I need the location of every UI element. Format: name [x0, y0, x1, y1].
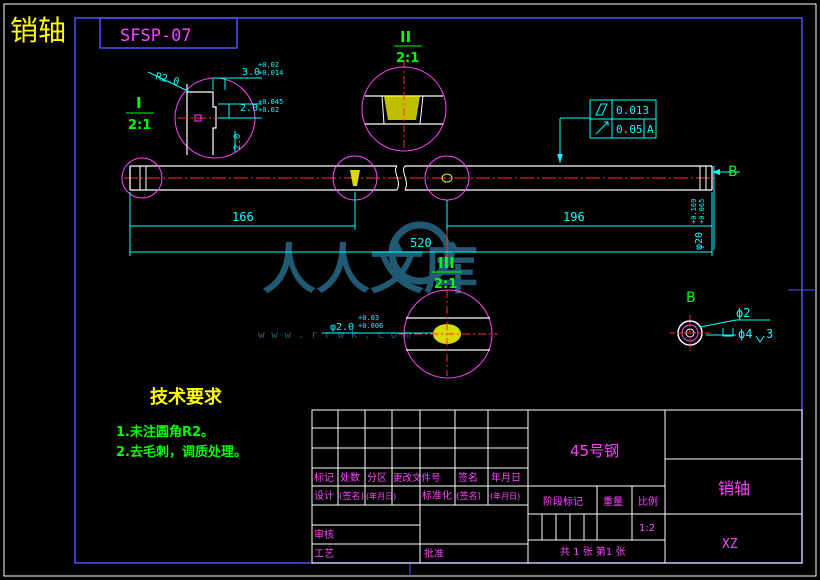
tb-hdr-mark: 标记	[314, 472, 334, 484]
dim-shaft-dia: φ20	[694, 232, 705, 250]
svg-text:+0.014: +0.014	[258, 69, 283, 77]
tb-hdr-date: 年月日	[491, 471, 521, 484]
svg-text:(签名): (签名)	[456, 490, 481, 502]
svg-text:+0.02: +0.02	[258, 61, 279, 69]
tb-scale-label: 比例	[638, 495, 658, 508]
detail-2-numeral: II	[400, 28, 411, 46]
tolerance-frame	[557, 99, 657, 163]
svg-text:(年月日): (年月日)	[366, 491, 396, 501]
dim-b-hole: ϕ2	[736, 306, 750, 320]
detail-1-scale: 2:1	[128, 118, 151, 133]
title-block	[311, 409, 803, 564]
detail-3-scale: 2:1	[434, 277, 457, 292]
depth-icon	[755, 335, 765, 343]
svg-text:+0.065: +0.065	[698, 199, 706, 224]
tb-review: 审核	[314, 528, 334, 541]
svg-text:+0.02: +0.02	[258, 106, 279, 114]
detail-2-view	[361, 60, 447, 152]
dim-b-counterbore: ϕ4	[738, 327, 752, 341]
tb-process: 工艺	[314, 548, 334, 560]
runout-icon	[595, 121, 609, 135]
detail-2-scale: 2:1	[396, 51, 419, 66]
dimensions	[129, 166, 715, 256]
tol-row2-value: 0.05	[616, 123, 643, 136]
svg-text:(年月日): (年月日)	[490, 491, 520, 501]
dim-b-depth: 3	[766, 327, 773, 341]
tb-hdr-count: 处数	[340, 471, 360, 484]
tb-design: 设计	[314, 489, 334, 502]
tol-row2-datum: A	[647, 123, 654, 136]
dim-520: 520	[410, 236, 432, 250]
drawing-no-box	[99, 17, 238, 49]
drawing-number: SFSP-07	[120, 26, 192, 46]
dim-196: 196	[563, 210, 585, 224]
watermark-url: w w w . r r w k . c o m	[258, 328, 411, 341]
tech-req-title: 技术要求	[150, 386, 223, 408]
tb-stage-mark: 阶段标记	[543, 495, 583, 508]
svg-text:(签名): (签名)	[339, 490, 364, 502]
dim-groove-dia: 2.0	[240, 103, 258, 114]
tb-weight: 重量	[603, 495, 623, 508]
dim-166: 166	[232, 210, 254, 224]
dim-groove-depth: 2.0	[233, 134, 243, 150]
section-arrow-b-label: B	[728, 164, 738, 180]
view-b-label: B	[686, 290, 696, 306]
tb-approve: 批准	[424, 547, 444, 560]
tb-part-name: 销轴	[718, 479, 750, 498]
tol-row1-value: 0.013	[616, 104, 649, 117]
tech-req-item-1: 1.未注圆角R2。	[116, 424, 214, 440]
detail-1-view	[147, 71, 262, 159]
tb-company: XZ	[722, 537, 738, 552]
detail-1-marker	[121, 157, 163, 199]
svg-text:+0.045: +0.045	[258, 98, 283, 106]
detail-3-view	[322, 289, 498, 379]
dim-groove-width: 3.0	[242, 67, 260, 78]
dim-radius: R2.0	[154, 71, 180, 88]
cylindricity-icon	[595, 103, 608, 116]
detail-3-numeral: III	[438, 254, 455, 272]
tb-hdr-zone: 分区	[367, 472, 387, 484]
detail-1-numeral: I	[136, 94, 142, 112]
tb-hdr-sign: 签名	[458, 471, 478, 484]
svg-text:+0.169: +0.169	[690, 199, 698, 224]
tb-hdr-docno: 更改文件号	[393, 472, 441, 484]
tb-scale-value: 1:2	[639, 523, 655, 534]
watermark-logo	[388, 221, 452, 285]
counterbore-icon	[722, 328, 734, 337]
svg-text:+0.03: +0.03	[358, 314, 379, 322]
tb-sheets: 共 1 张 第1 张	[560, 545, 625, 558]
tech-req-item-2: 2.去毛刺，调质处理。	[116, 444, 247, 460]
dim-hole-dia: φ2.0	[330, 322, 354, 333]
tb-material: 45号钢	[570, 442, 619, 460]
svg-text:标准化: 标准化	[422, 489, 452, 502]
svg-text:+0.006: +0.006	[358, 322, 383, 330]
header-part-name: 销轴	[10, 14, 66, 47]
view-b	[670, 315, 770, 351]
